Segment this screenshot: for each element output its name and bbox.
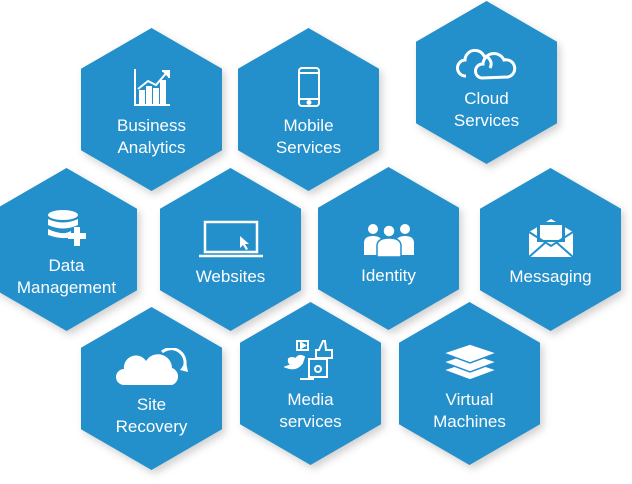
cloud-icon	[455, 34, 518, 80]
smartphone-icon	[297, 61, 321, 107]
hex-mobile-services[interactable]: Mobile Services	[238, 28, 379, 191]
hex-identity[interactable]: Identity	[318, 167, 459, 330]
laptop-cursor-icon	[198, 212, 264, 258]
hex-site-recovery[interactable]: Site Recovery	[81, 307, 222, 470]
service-label: Cloud Services	[453, 88, 520, 130]
hex-cloud-services[interactable]: Cloud Services	[416, 1, 557, 164]
social-media-icon	[283, 335, 338, 381]
hex-media-services[interactable]: Media services	[240, 302, 381, 465]
hex-business-analytics[interactable]: Business Analytics	[81, 28, 222, 191]
hex-data-management[interactable]: Data Management	[0, 168, 137, 331]
service-label: Business Analytics	[117, 115, 186, 157]
service-label: Identity	[361, 265, 416, 285]
hex-websites[interactable]: Websites	[160, 168, 301, 331]
hex-virtual-machines[interactable]: Virtual Machines	[399, 302, 540, 465]
service-label: Messaging	[509, 266, 592, 286]
service-label: Data Management	[16, 255, 117, 297]
users-group-icon	[363, 211, 415, 257]
database-add-icon	[47, 201, 87, 247]
envelope-icon	[527, 212, 574, 258]
service-label: Websites	[195, 266, 266, 286]
service-label: Virtual Machines	[433, 389, 506, 431]
cloud-sync-icon	[115, 340, 188, 386]
layers-icon	[441, 335, 498, 381]
service-label: Mobile Services	[275, 115, 342, 157]
hex-messaging[interactable]: Messaging	[480, 168, 621, 331]
chart-growth-icon	[132, 61, 172, 107]
service-label: Site Recovery	[115, 394, 188, 436]
service-label: Media services	[279, 389, 342, 431]
